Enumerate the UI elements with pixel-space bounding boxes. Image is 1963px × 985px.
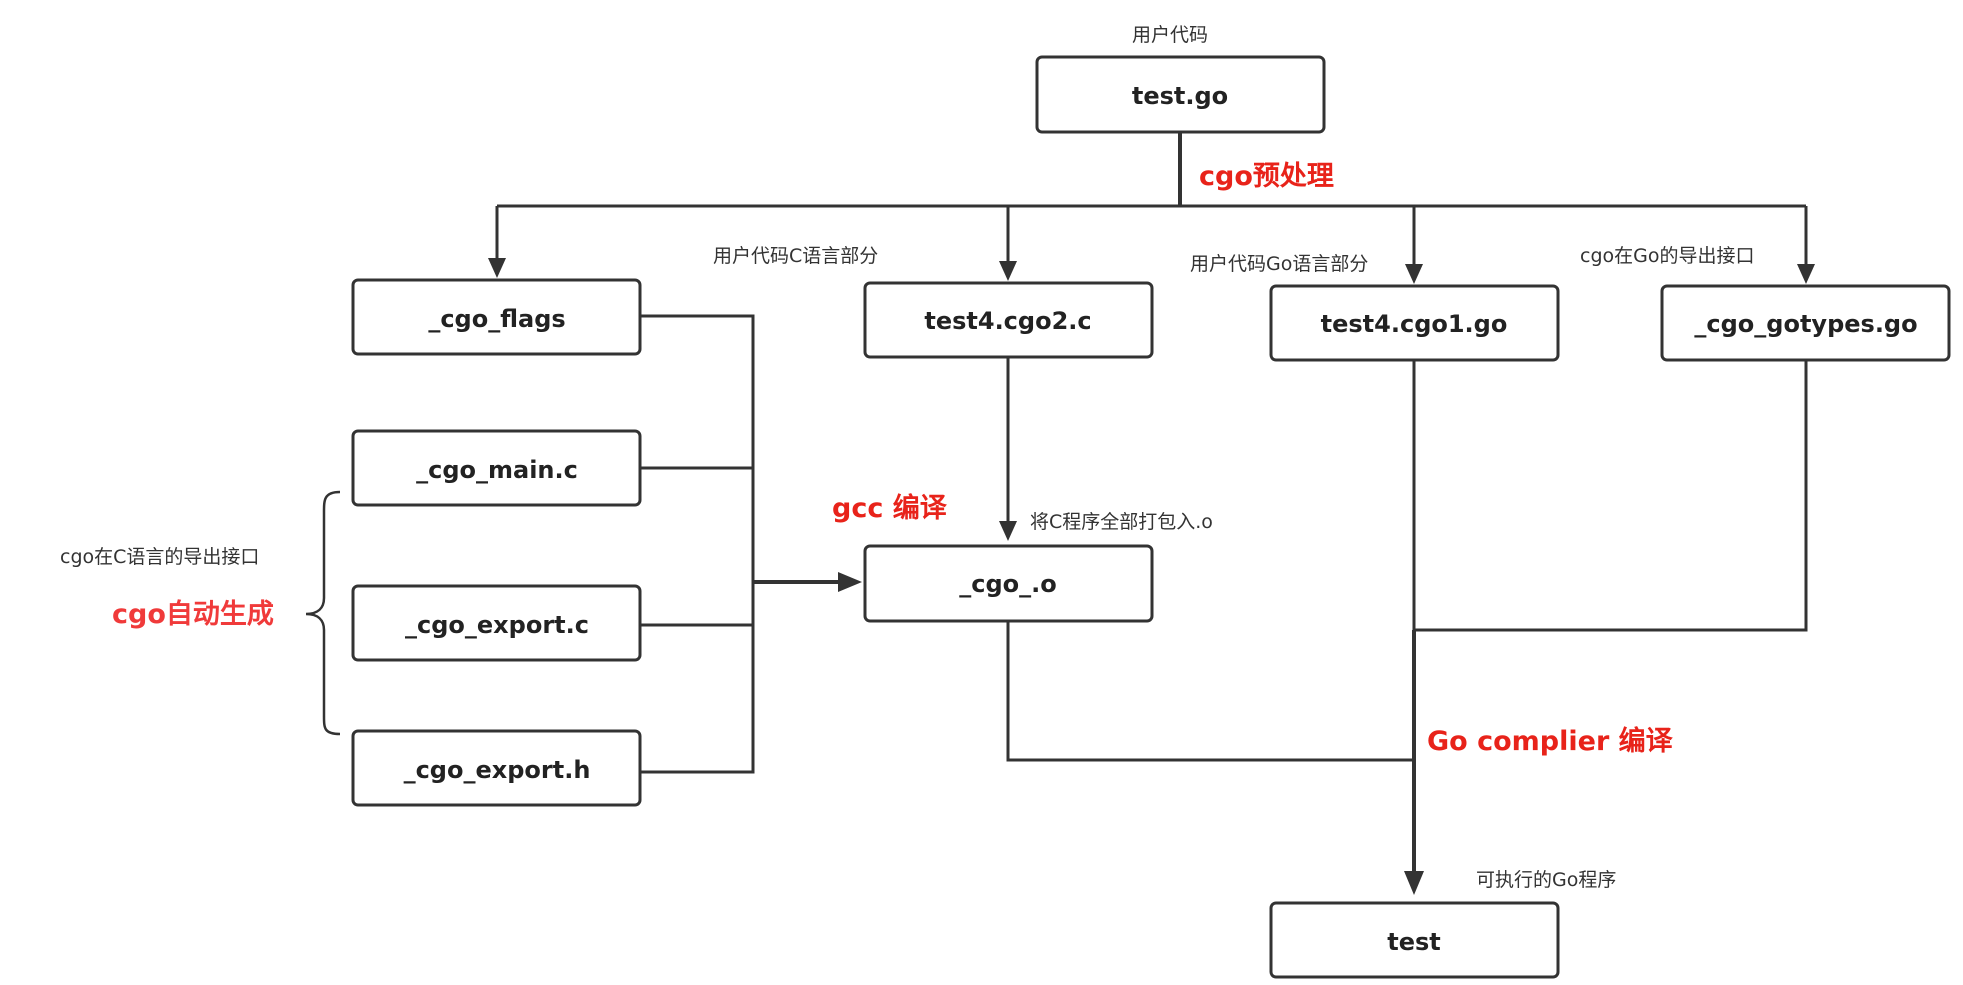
arrowhead-cgo-gotypes-go [1797, 264, 1815, 284]
arrowhead-cgo-flags [488, 258, 506, 278]
node-cgo-export-h-label: _cgo_export.h [404, 756, 591, 784]
annotation-pack-c: 将C程序全部打包入.o [1030, 511, 1213, 533]
node-test-go-label: test.go [1132, 82, 1228, 110]
arrowhead-cgo-o-from-bus [838, 572, 862, 592]
node-cgo-gotypes-go-label: _cgo_gotypes.go [1694, 310, 1917, 338]
edge-cgo-flags-to-bus [640, 314, 755, 774]
node-cgo-gotypes-go: _cgo_gotypes.go [1660, 284, 1951, 362]
annotation-executable: 可执行的Go程序 [1476, 869, 1616, 891]
annotation-user-code-c: 用户代码C语言部分 [713, 245, 878, 267]
node-cgo-export-c-label: _cgo_export.c [405, 611, 589, 639]
node-cgo-flags: _cgo_flags [351, 278, 642, 356]
edge-gotypes-merge [1414, 360, 1808, 632]
node-test-go: test.go [1035, 55, 1326, 134]
stage-gcc-compile: gcc 编译 [832, 492, 948, 524]
stage-auto-generated: cgo自动生成 [112, 598, 274, 630]
node-cgo-flags-label: _cgo_flags [428, 305, 565, 333]
node-cgo-main-c: _cgo_main.c [351, 429, 642, 507]
auto-generated-brace [305, 490, 341, 736]
node-cgo-o-label: _cgo_.o [959, 570, 1057, 598]
arrowhead-cgo-o-from-cgo2 [999, 521, 1017, 541]
node-test4-cgo1-go: test4.cgo1.go [1269, 284, 1560, 362]
node-test4-cgo2-c-label: test4.cgo2.c [924, 307, 1091, 335]
arrowheads [488, 258, 1815, 895]
edges [495, 132, 1808, 875]
node-test4-cgo2-c: test4.cgo2.c [863, 281, 1154, 359]
annotation-cgo-go-export: cgo在Go的导出接口 [1580, 245, 1754, 267]
arrowhead-test [1404, 871, 1424, 895]
stage-go-compile: Go complier 编译 [1427, 725, 1674, 757]
node-cgo-export-c: _cgo_export.c [351, 584, 642, 662]
annotation-user-code: 用户代码 [1132, 24, 1208, 46]
node-test: test [1269, 901, 1560, 979]
edge-cgo-o-to-compile [1006, 621, 1414, 762]
arrowhead-test4-cgo2-c [999, 261, 1017, 281]
node-cgo-main-c-label: _cgo_main.c [416, 456, 578, 484]
node-test-label: test [1387, 928, 1441, 956]
annotation-user-code-go: 用户代码Go语言部分 [1190, 253, 1368, 275]
stage-cgo-preprocess: cgo预处理 [1199, 161, 1334, 192]
node-cgo-export-h: _cgo_export.h [351, 729, 642, 807]
node-test4-cgo1-go-label: test4.cgo1.go [1321, 310, 1508, 338]
annotation-cgo-c-export: cgo在C语言的导出接口 [60, 546, 259, 568]
arrowhead-test4-cgo1-go [1405, 264, 1423, 284]
node-cgo-o: _cgo_.o [863, 544, 1154, 623]
